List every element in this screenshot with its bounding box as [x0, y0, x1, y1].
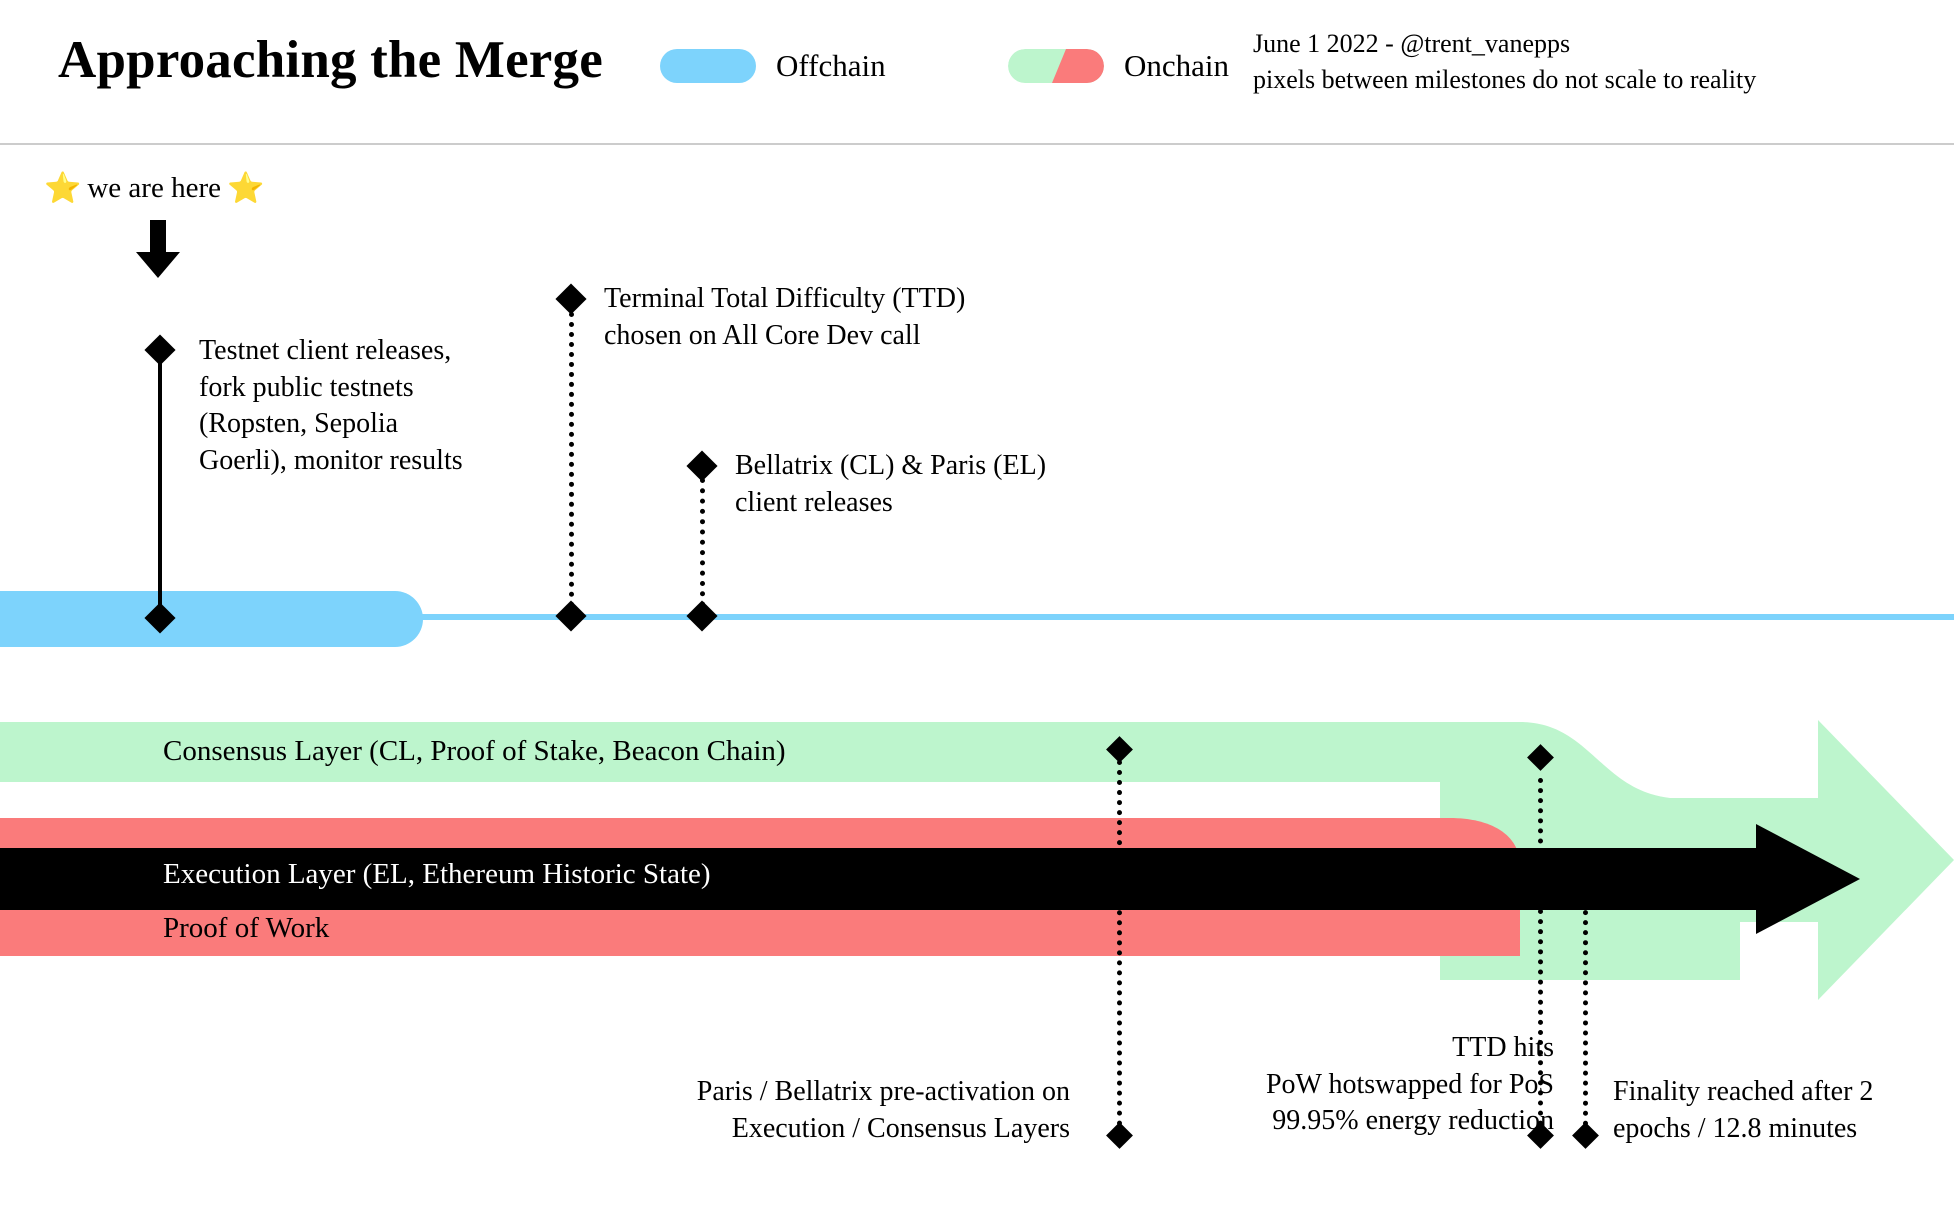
legend-label-onchain: Onchain — [1124, 48, 1230, 83]
note-terminal-total-difficulty: Terminal Total Difficulty (TTD) chosen o… — [604, 281, 965, 354]
note-ttd-hits: TTD hits PoW hotswapped for PoS 99.95% e… — [1266, 1030, 1554, 1140]
note-line: Terminal Total Difficulty (TTD) — [604, 283, 966, 314]
execution-layer-bar — [0, 848, 1800, 910]
note-line: Finality reached after 2 — [1613, 1076, 1874, 1107]
meta-date-author: June 1 2022 - @trent_vanepps — [1253, 29, 1571, 58]
offchain-timeline-line — [420, 614, 1954, 620]
consensus-layer-label: Consensus Layer (CL, Proof of Stake, Bea… — [163, 735, 786, 767]
note-paris-bellatrix-pre-activation: Paris / Bellatrix pre-activation on Exec… — [697, 1074, 1070, 1147]
meta-block: June 1 2022 - @trent_vanepps pixels betw… — [1253, 26, 1756, 98]
note-testnet-client-releases: Testnet client releases, fork public tes… — [199, 333, 463, 480]
execution-layer-label: Execution Layer (EL, Ethereum Historic S… — [163, 858, 711, 890]
note-finality-reached: Finality reached after 2 epochs / 12.8 m… — [1613, 1074, 1873, 1147]
page-title: Approaching the Merge — [58, 31, 603, 89]
meta-scale-disclaimer: pixels between milestones do not scale t… — [1253, 64, 1757, 94]
we-are-here-marker: ⭐ we are here ⭐ — [44, 172, 264, 205]
offchain-timeline-bar — [0, 591, 423, 647]
header-divider — [0, 143, 1954, 145]
stem-bellatrix-paris-client-releases — [700, 478, 705, 617]
legend-split-swatch-svg — [1008, 49, 1104, 83]
note-line: 99.95% energy reduction — [1272, 1105, 1554, 1137]
note-line: Bellatrix (CL) & Paris (EL) — [735, 450, 1047, 481]
note-line: Execution / Consensus Layers — [731, 1112, 1070, 1144]
note-line: (Ropsten, Sepolia — [199, 408, 399, 440]
diamond-bellatrix-paris-bottom — [686, 600, 718, 632]
diamond-terminal-total-difficulty-bottom — [555, 600, 587, 632]
consensus-layer-band — [0, 722, 1515, 782]
down-arrow-icon — [136, 220, 180, 278]
note-line: Goerli), monitor results — [199, 445, 463, 477]
proof-of-work-label: Proof of Work — [163, 912, 330, 944]
diamond-bellatrix-paris-top — [686, 450, 718, 482]
stem-ttd-hits — [1538, 778, 1543, 1126]
note-line: Testnet client releases, — [199, 335, 452, 366]
note-line: PoW hotswapped for PoS — [1265, 1068, 1554, 1100]
legend-swatch-offchain — [660, 49, 756, 83]
note-line: chosen on All Core Dev call — [604, 319, 921, 351]
star-icon-left: ⭐ — [44, 171, 82, 205]
stem-terminal-total-difficulty — [569, 312, 574, 617]
diamond-paris-bellatrix-bottom — [1106, 1122, 1133, 1149]
execution-layer-arrow-head — [1756, 824, 1860, 934]
stem-testnet-client-releases — [158, 352, 162, 620]
note-bellatrix-paris-client-releases: Bellatrix (CL) & Paris (EL) client relea… — [735, 448, 1046, 521]
note-line: TTD hits — [1452, 1032, 1554, 1063]
note-line: epochs / 12.8 minutes — [1613, 1112, 1858, 1144]
legend-label-offchain: Offchain — [776, 48, 886, 83]
stem-finality-reached — [1583, 880, 1588, 1126]
note-line: client releases — [735, 486, 893, 518]
star-icon-right: ⭐ — [226, 171, 265, 205]
legend-item-onchain: Onchain — [1008, 48, 1229, 84]
legend-item-offchain: Offchain — [660, 48, 886, 84]
note-line: fork public testnets — [199, 371, 414, 403]
stem-paris-bellatrix-pre-activation — [1117, 760, 1122, 1126]
note-line: Paris / Bellatrix pre-activation on — [696, 1076, 1070, 1107]
we-are-here-label: we are here — [87, 172, 221, 204]
diamond-testnet-client-releases-top — [144, 334, 176, 366]
diamond-terminal-total-difficulty-top — [555, 283, 587, 315]
legend-swatch-onchain — [1008, 49, 1104, 83]
diamond-finality-reached — [1572, 1122, 1599, 1149]
